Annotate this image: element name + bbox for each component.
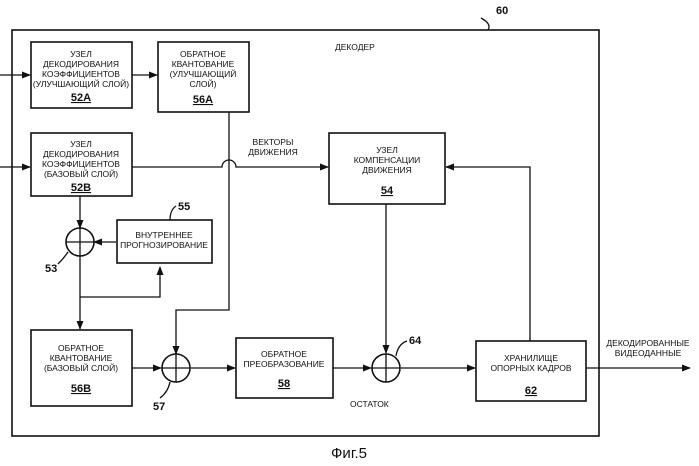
figure-label: 60 (496, 5, 508, 17)
block-56b-num: 56B (71, 383, 91, 395)
label-output: ДЕКОДИРОВАННЫЕВИДЕОДАННЫЕ (606, 338, 690, 358)
adder-64-ref: 64 (409, 335, 422, 347)
label-residual: ОСТАТОК (350, 399, 389, 409)
figure-caption: Фиг.5 (331, 445, 367, 462)
block-52b-num: 52B (71, 182, 91, 194)
block-52a-num: 52A (71, 92, 91, 104)
decoder-title: ДЕКОДЕР (335, 42, 375, 52)
block-58: ОБРАТНОЕПРЕОБРАЗОВАНИЕ 58 (236, 338, 333, 398)
arrow-62-54 (446, 167, 530, 341)
block-54-num: 54 (381, 185, 394, 197)
block-62: ХРАНИЛИЩЕОПОРНЫХ КАДРОВ 62 (476, 341, 586, 401)
adder-64: 64 (372, 335, 422, 382)
adder-53-ref: 53 (45, 263, 57, 275)
adder-53: 53 (45, 228, 94, 275)
adder-57-ref: 57 (153, 401, 165, 413)
label-motion-vectors: ВЕКТОРЫДВИЖЕНИЯ (248, 137, 297, 157)
block-56b: ОБРАТНОЕКВАНТОВАНИЕ(БАЗОВЫЙ СЛОЙ) 56B (31, 330, 132, 406)
block-55: ВНУТРЕННЕЕПРОГНОЗИРОВАНИЕ 55 (117, 201, 212, 263)
block-52b: УЗЕЛДЕКОДИРОВАНИЯКОЭФФИЦИЕНТОВ(БАЗОВЫЙ С… (31, 133, 132, 196)
arrow-feedback-55 (80, 267, 160, 297)
adder-57: 57 (153, 354, 190, 413)
figure-leader (481, 18, 489, 30)
block-55-ref: 55 (178, 201, 190, 213)
block-56a-num: 56A (193, 94, 213, 106)
block-54: УЗЕЛКОМПЕНСАЦИИДВИЖЕНИЯ 54 (329, 133, 445, 204)
block-55-leader (170, 206, 176, 220)
block-56a: ОБРАТНОЕКВАНТОВАНИЕ(УЛУЧШАЮЩИЙСЛОЙ) 56A (158, 42, 249, 112)
block-62-num: 62 (525, 385, 537, 397)
arrow-motion-vectors (132, 160, 328, 167)
block-58-num: 58 (278, 378, 290, 390)
block-52a: УЗЕЛДЕКОДИРОВАНИЯКОЭФФИЦИЕНТОВ(УЛУЧШАЮЩИ… (31, 42, 132, 108)
